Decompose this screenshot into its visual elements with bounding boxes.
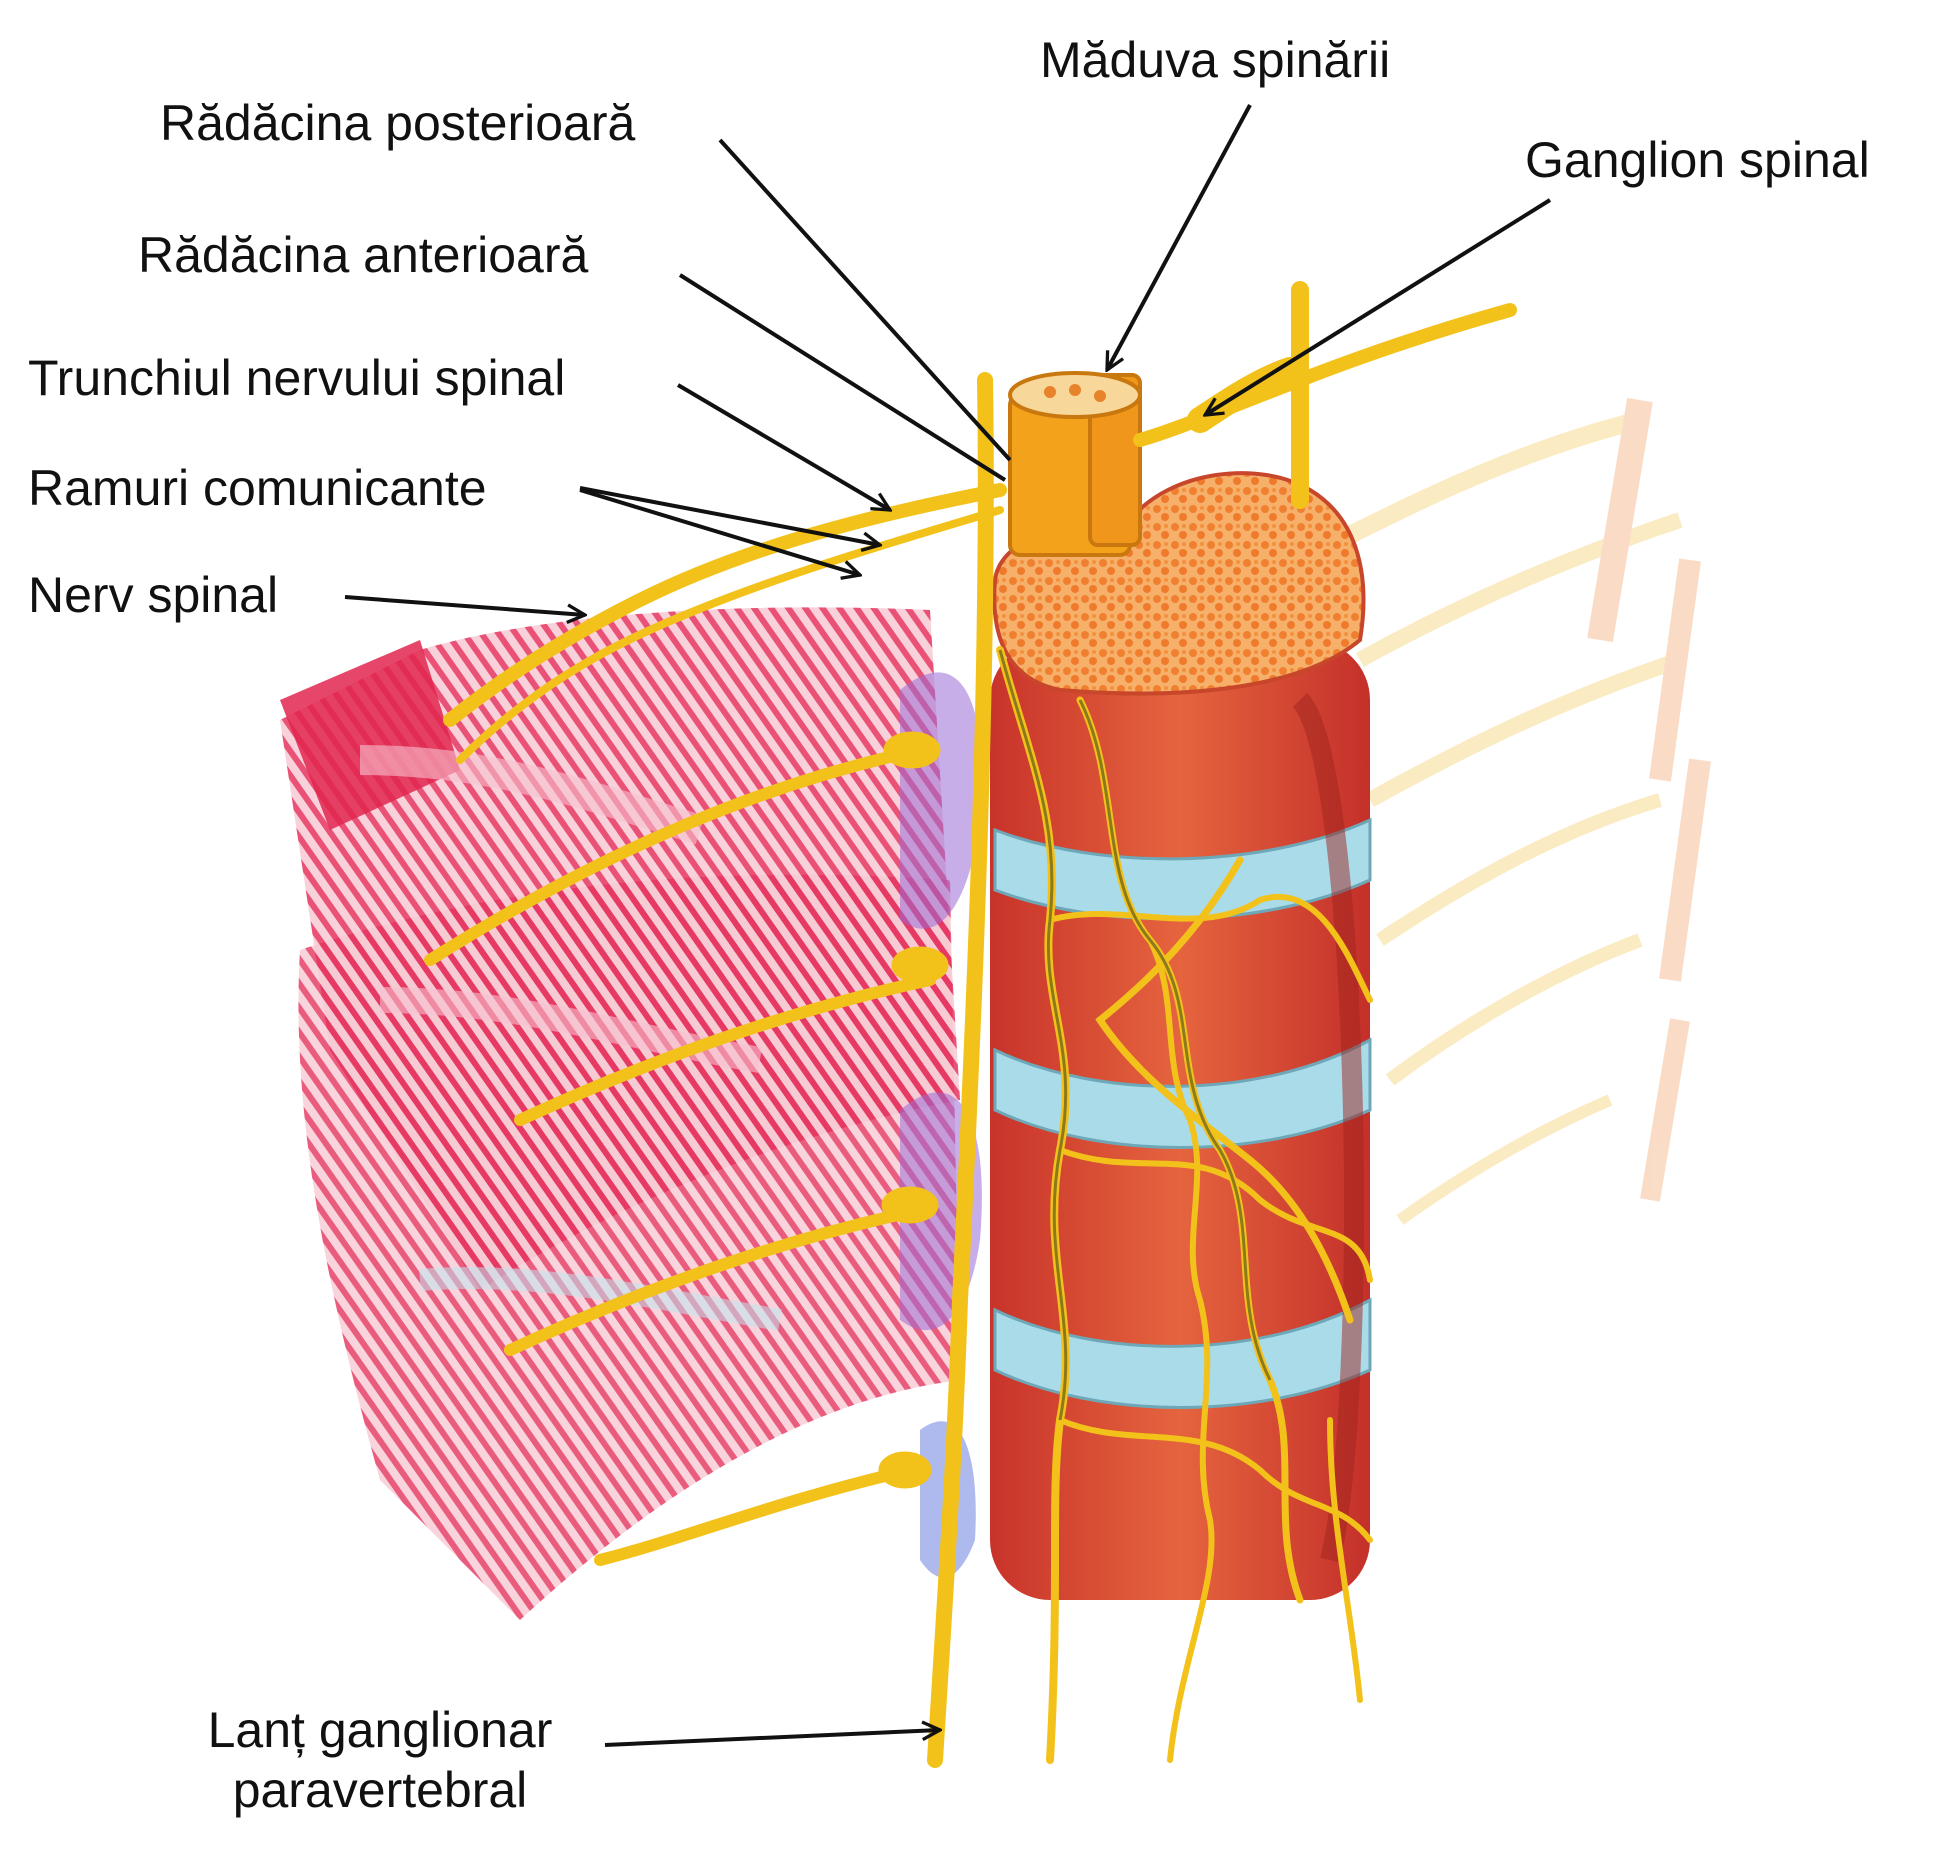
label-trunchiul-nervului-spinal: Trunchiul nervului spinal (28, 350, 566, 406)
label-radacina-anterioara: Rădăcina anterioară (138, 227, 589, 283)
leader-maduva-spinarii (1105, 104, 1252, 370)
label-ramuri-comunicante: Ramuri comunicante (28, 460, 487, 516)
leader-lant-ganglionar (604, 1730, 940, 1747)
spinal-cord (1008, 371, 1142, 557)
leader-radacina-posterioara (718, 138, 1012, 462)
network-outlines (998, 649, 1272, 1421)
label-lant-ganglionar: Lanț ganglionar paravertebral (170, 1700, 590, 1820)
leader-ramuri-comunicante-1 (579, 486, 880, 545)
leader-nerv-spinal (344, 595, 585, 615)
vertebral-column (990, 471, 1372, 1600)
label-lant-ganglionar-line2: paravertebral (232, 1762, 528, 1818)
leader-ganglion-spinal (1205, 198, 1552, 415)
label-nerv-spinal: Nerv spinal (28, 567, 279, 623)
intercostal-muscles (280, 607, 960, 1620)
leader-radacina-anterioara (678, 273, 1007, 482)
label-lant-ganglionar-line1: Lanț ganglionar (207, 1702, 553, 1758)
leader-trunchiul-nervului-spinal (676, 383, 890, 510)
right-faded-ribs (1335, 397, 1711, 1225)
label-maduva-spinarii: Măduva spinării (1040, 32, 1391, 88)
leader-lines (344, 104, 1552, 1747)
label-radacina-posterioara: Rădăcina posterioară (160, 95, 636, 151)
leader-ramuri-comunicante-2 (579, 488, 860, 575)
label-ganglion-spinal: Ganglion spinal (1525, 132, 1870, 188)
